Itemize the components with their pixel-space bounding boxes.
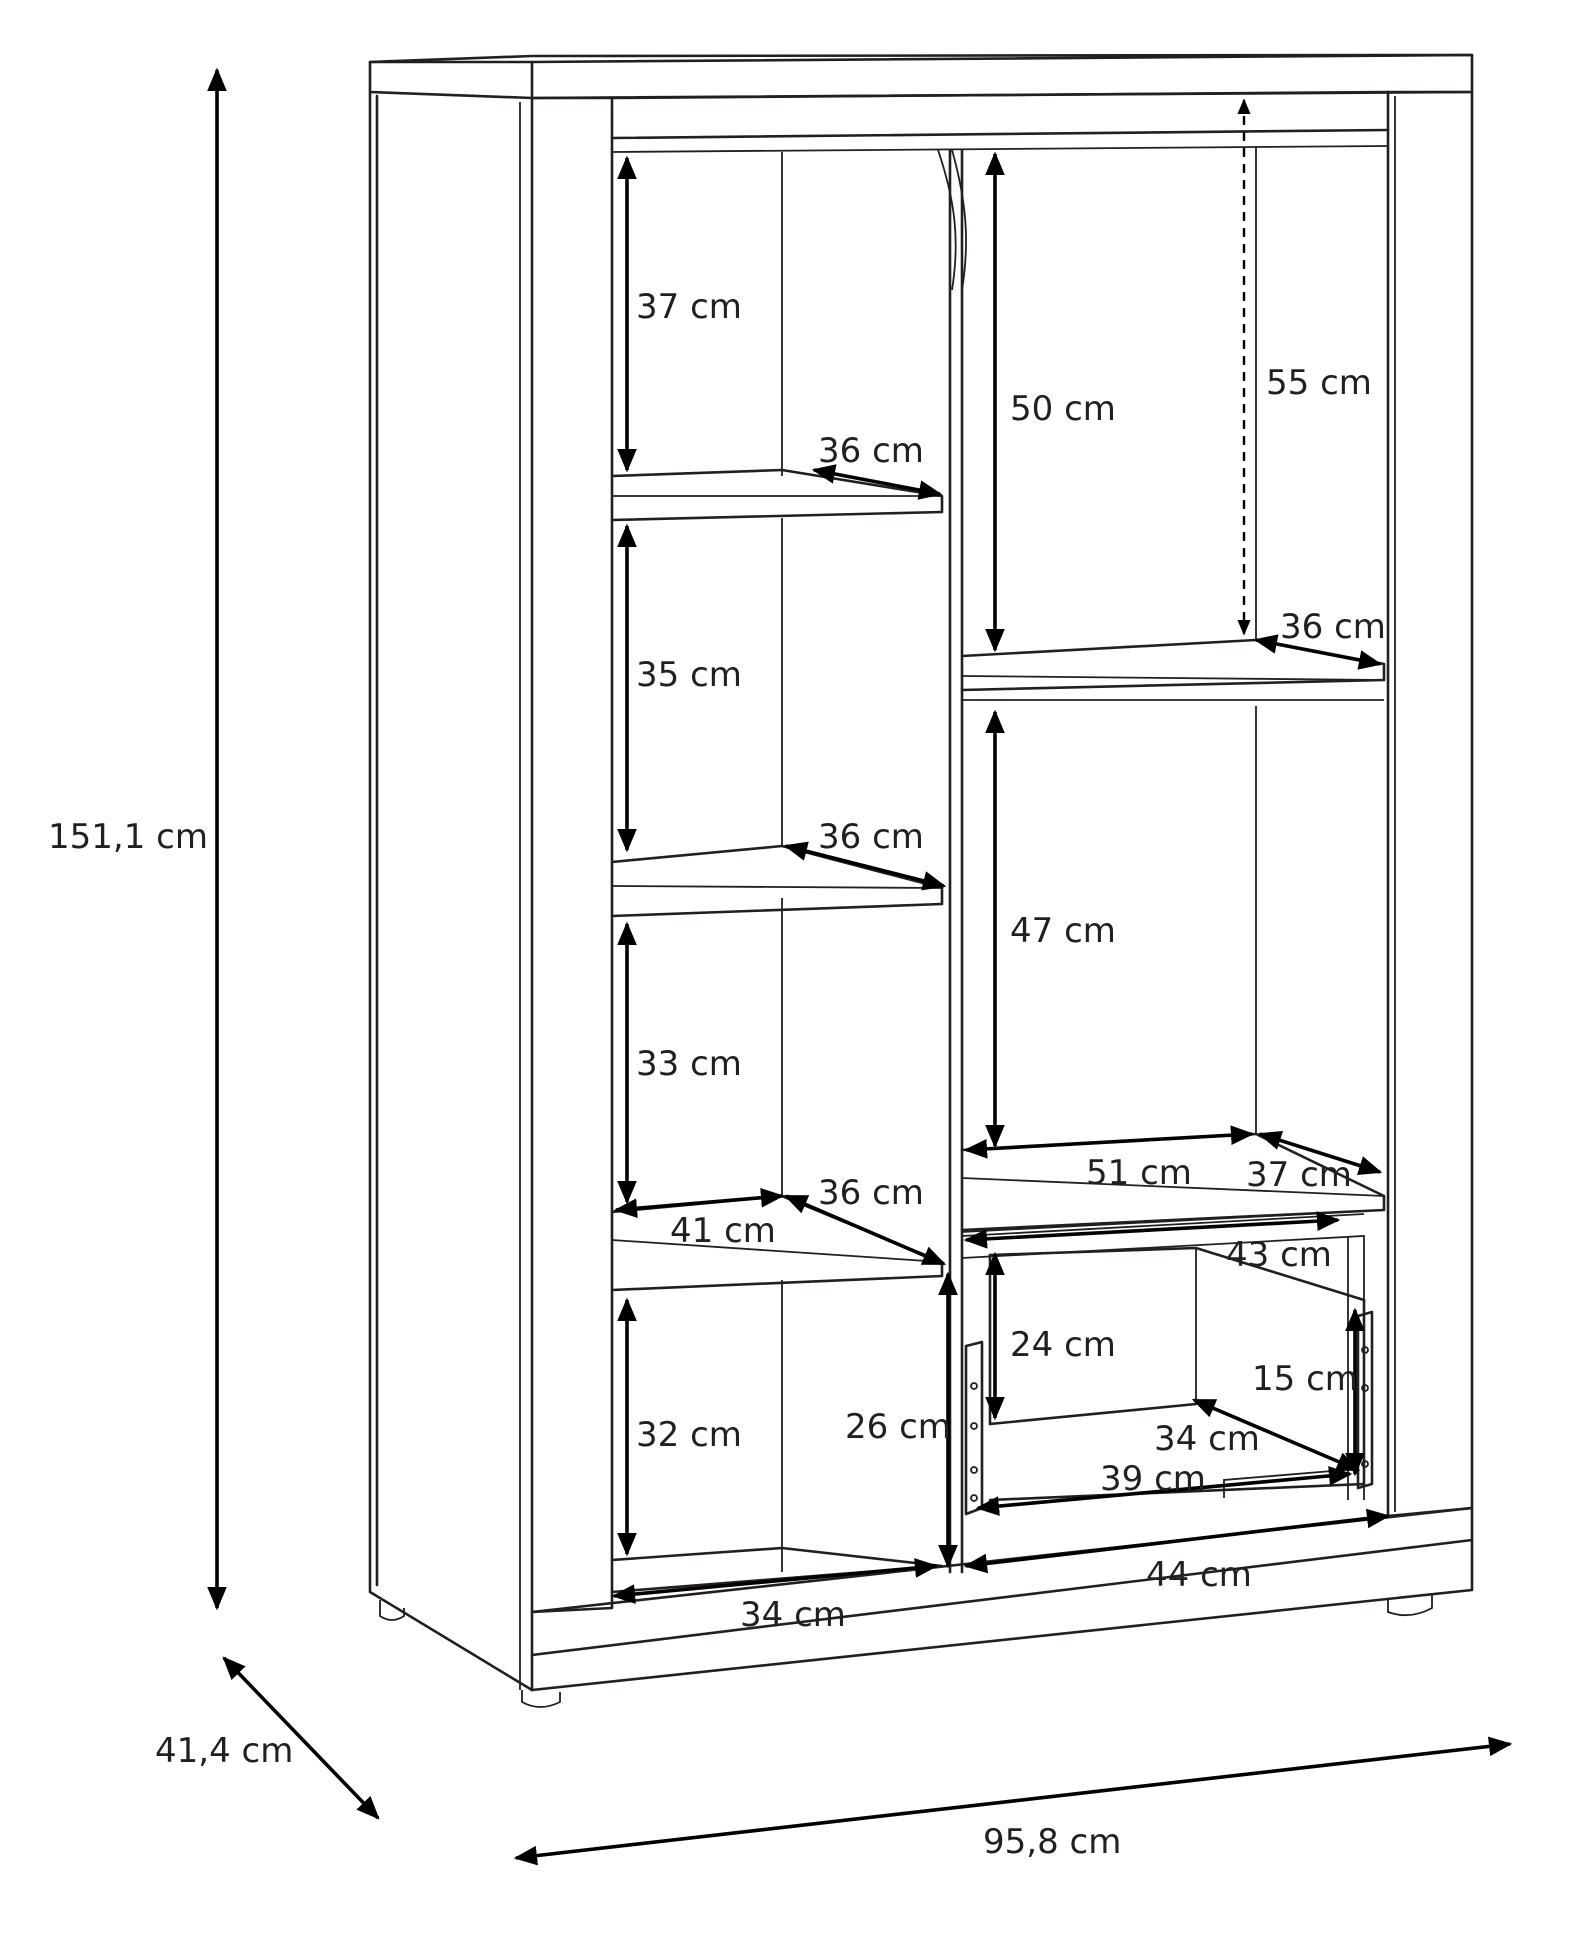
drawer-width-label: 39 cm bbox=[1100, 1459, 1206, 1499]
left-4-height-label: 32 cm bbox=[636, 1415, 742, 1455]
right-column-interior bbox=[960, 146, 1386, 1516]
overall-depth-arrow bbox=[222, 1656, 380, 1820]
drawer-depth-arrow bbox=[1191, 1398, 1361, 1472]
drawer-depth-label: 34 cm bbox=[1154, 1419, 1260, 1459]
overall-height-label: 151,1 cm bbox=[48, 817, 208, 857]
right-2-depth-label: 37 cm bbox=[1246, 1155, 1352, 1195]
bottom-right-width-arrow bbox=[963, 1508, 1391, 1574]
left-1-depth-arrow bbox=[811, 464, 943, 500]
left-3-width-label: 41 cm bbox=[670, 1211, 776, 1251]
right-1-depth-arrow bbox=[1253, 634, 1383, 670]
right-1-height-label: 50 cm bbox=[1010, 389, 1116, 429]
left-1-depth-label: 36 cm bbox=[818, 431, 924, 471]
drawer-outer-width-label: 43 cm bbox=[1226, 1235, 1332, 1275]
drawer-outer-width-arrow bbox=[963, 1211, 1341, 1249]
overall-width-label: 95,8 cm bbox=[983, 1822, 1121, 1862]
left-3-height-label: 33 cm bbox=[636, 1044, 742, 1084]
left-3-width-arrow bbox=[613, 1187, 785, 1219]
right-1-total-height-label: 55 cm bbox=[1266, 363, 1372, 403]
right-1-depth-label: 36 cm bbox=[1280, 607, 1386, 647]
left-3-depth-label: 36 cm bbox=[818, 1173, 924, 1213]
cabinet-drawing bbox=[368, 53, 1474, 1708]
left-door-height-label: 26 cm bbox=[845, 1407, 951, 1447]
right-2-width-label: 51 cm bbox=[1086, 1153, 1192, 1193]
left-2-depth-arrow bbox=[783, 841, 947, 891]
left-4-width-label: 34 cm bbox=[740, 1595, 846, 1635]
left-2-height-label: 35 cm bbox=[636, 655, 742, 695]
drawer-width-arrow bbox=[975, 1466, 1353, 1516]
right-2-depth-arrow bbox=[1257, 1130, 1383, 1176]
right-2-width-arrow bbox=[963, 1125, 1255, 1159]
left-1-height-label: 37 cm bbox=[636, 287, 742, 327]
left-2-depth-label: 36 cm bbox=[818, 817, 924, 857]
right-2-height-label: 47 cm bbox=[1010, 911, 1116, 951]
overall-depth-label: 41,4 cm bbox=[155, 1731, 293, 1771]
drawer-inner-height-label: 15 cm bbox=[1252, 1359, 1358, 1399]
dimension-labels: 151,1 cm 41,4 cm 95,8 cm 37 cm 36 cm 35 … bbox=[48, 287, 1386, 1862]
left-4-width-arrow bbox=[611, 1558, 939, 1604]
bottom-right-width-label: 44 cm bbox=[1146, 1555, 1252, 1595]
left-3-depth-arrow bbox=[783, 1194, 947, 1266]
side-panel bbox=[368, 90, 561, 1708]
dimension-arrows bbox=[207, 67, 1513, 1866]
overall-width-arrow bbox=[513, 1736, 1513, 1866]
drawer-height-label: 24 cm bbox=[1010, 1325, 1116, 1365]
front-frame bbox=[530, 90, 1474, 1692]
